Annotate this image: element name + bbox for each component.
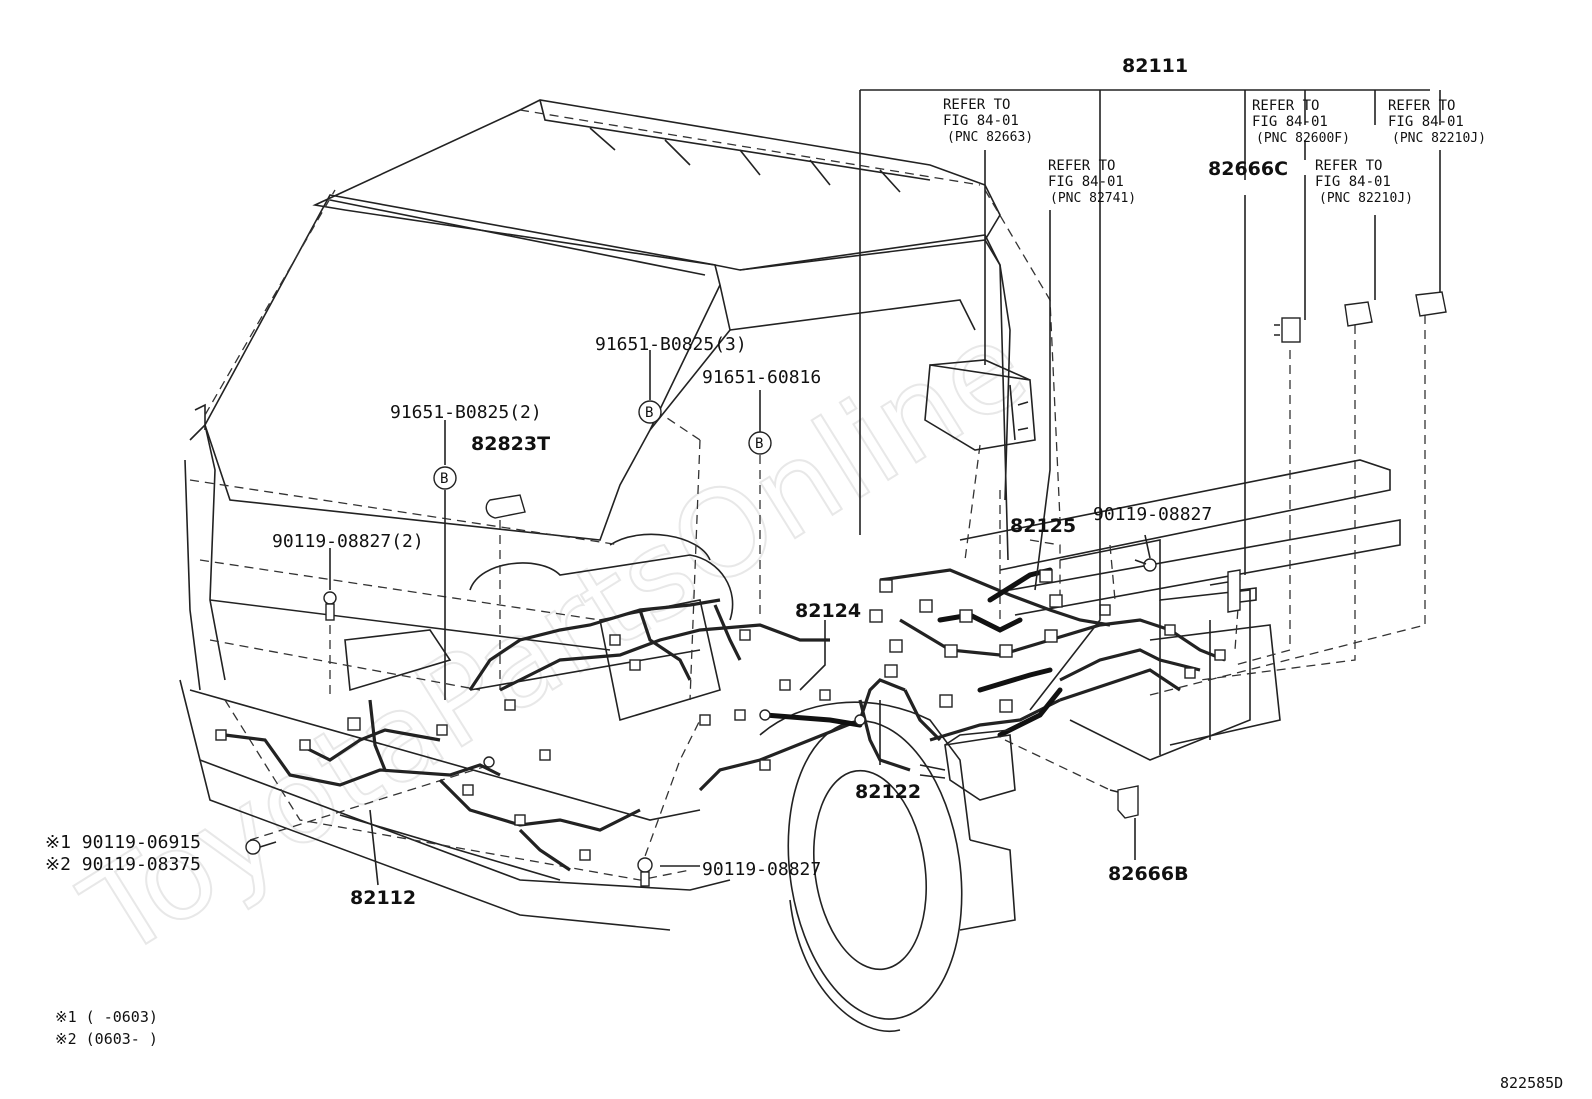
label-90119-06915: ※1 90119-06915 <box>45 832 201 853</box>
bracket-82666c <box>1209 569 1257 613</box>
label-90119-08375: ※2 90119-08375 <box>45 854 201 875</box>
refer-note-82741-line2: FIG 84-01 <box>1048 174 1124 190</box>
label-82666b: 82666B <box>1108 863 1189 885</box>
harness-82125 <box>879 567 1111 693</box>
refer-note-82210j-a-line1: REFER TO <box>1315 158 1382 174</box>
relay-82210j-a <box>1344 301 1373 327</box>
callout-leaders <box>329 89 1441 886</box>
refer-note-82600f-line2: FIG 84-01 <box>1252 114 1328 130</box>
refer-note-82600f: REFER TO FIG 84-01 (PNC 82600F) <box>1252 98 1350 146</box>
b-marker-3: B <box>748 431 772 455</box>
relay-82600f <box>1274 317 1301 343</box>
harness-82112-front <box>224 699 641 872</box>
refer-note-82600f-line1: REFER TO <box>1252 98 1319 114</box>
refer-note-82600f-line3: (PNC 82600F) <box>1256 131 1350 146</box>
refer-note-82210j-b-line3: (PNC 82210J) <box>1392 131 1486 146</box>
label-90119-08827-bottom: 90119-08827 <box>702 859 821 880</box>
refer-note-82663: REFER TO FIG 84-01 (PNC 82663) <box>943 97 1033 145</box>
b-marker-3-label: B <box>755 436 763 452</box>
label-90119-08827-right: 90119-08827 <box>1093 504 1212 525</box>
refer-note-82741-line1: REFER TO <box>1048 158 1115 174</box>
refer-note-82210j-a-line3: (PNC 82210J) <box>1319 191 1413 206</box>
diagram-code: 822585D <box>1500 1074 1563 1092</box>
bolt-90119-08827-right <box>1134 558 1157 572</box>
refer-note-82663-line3: (PNC 82663) <box>947 130 1033 145</box>
bolt-90119-06915 <box>245 839 277 855</box>
refer-note-82663-line2: FIG 84-01 <box>943 113 1019 129</box>
label-82823t: 82823T <box>471 433 550 455</box>
connectors <box>215 569 1226 861</box>
label-90119-08827-2: 90119-08827(2) <box>272 531 424 552</box>
bolt-90119-08827-left <box>323 591 337 621</box>
refer-note-82210j-a-line2: FIG 84-01 <box>1315 174 1391 190</box>
label-91651-b0825-2: 91651-B0825(2) <box>390 402 542 423</box>
footnote-2: ※2 (0603- ) <box>55 1030 158 1048</box>
label-91651-60816: 91651-60816 <box>702 367 821 388</box>
b-marker-1: B <box>433 466 457 490</box>
refer-note-82210j-b: REFER TO FIG 84-01 (PNC 82210J) <box>1388 98 1486 146</box>
b-marker-2-label: B <box>645 405 653 421</box>
junction-block <box>919 729 1016 801</box>
b-marker-2: B <box>638 400 662 424</box>
label-91651-b0825-3: 91651-B0825(3) <box>595 334 747 355</box>
label-82124: 82124 <box>795 600 861 622</box>
refer-note-82741: REFER TO FIG 84-01 (PNC 82741) <box>1048 158 1136 206</box>
label-82666c: 82666C <box>1208 158 1288 180</box>
refer-note-82210j-b-line1: REFER TO <box>1388 98 1455 114</box>
reference-dashed-lines <box>189 109 1426 881</box>
refer-note-82663-line1: REFER TO <box>943 97 1010 113</box>
bracket-82666b <box>1109 785 1139 819</box>
truck-cab-outline <box>179 99 1401 1033</box>
refer-note-82210j-b-line2: FIG 84-01 <box>1388 114 1464 130</box>
label-82122: 82122 <box>855 781 921 803</box>
refer-note-82210j-a: REFER TO FIG 84-01 (PNC 82210J) <box>1315 158 1413 206</box>
label-82112: 82112 <box>350 887 416 909</box>
harness-82124 <box>468 598 830 692</box>
label-82125: 82125 <box>1010 515 1076 537</box>
b-marker-1-label: B <box>440 471 448 487</box>
bolt-90119-08827-bottom <box>637 857 653 887</box>
footnote-1: ※1 ( -0603) <box>55 1008 158 1026</box>
relay-82210j-b <box>1415 291 1447 317</box>
clamp-82823t <box>485 494 526 519</box>
harness-82111-main <box>929 618 1226 742</box>
label-82111: 82111 <box>1122 55 1188 77</box>
refer-note-82741-line3: (PNC 82741) <box>1050 191 1136 206</box>
